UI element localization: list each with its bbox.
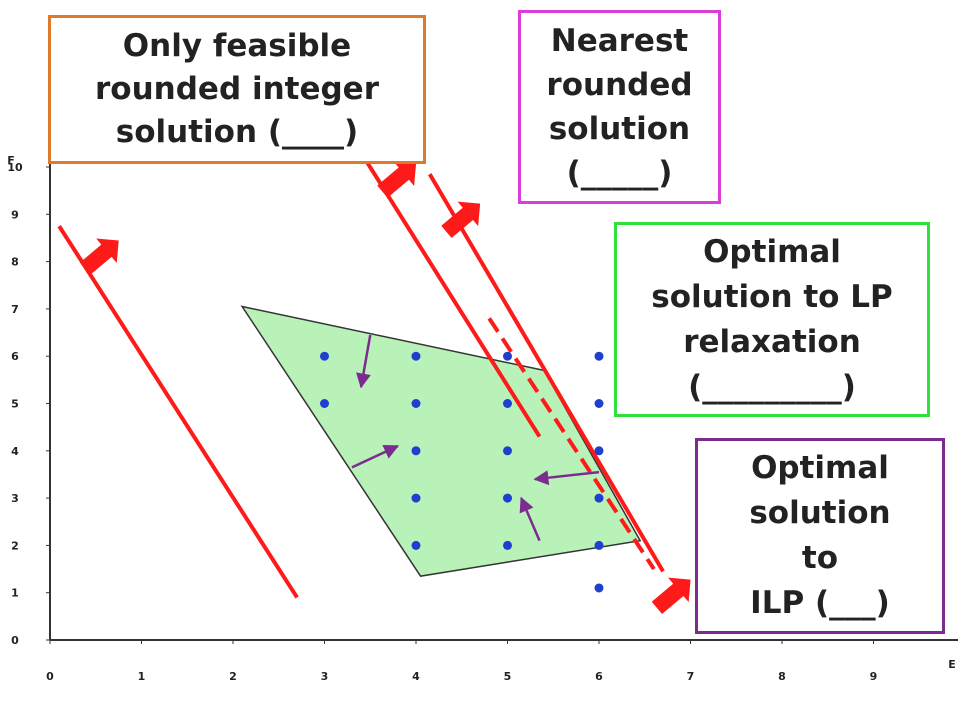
x-tick-label: 5	[504, 670, 512, 683]
direction-arrow-shape	[377, 161, 417, 198]
direction-arrow-shape	[79, 238, 119, 275]
integer-point	[411, 446, 421, 456]
integer-point	[320, 399, 329, 408]
integer-point	[411, 351, 421, 361]
direction-arrow	[377, 161, 417, 198]
objective-line	[428, 173, 665, 573]
integer-point	[594, 540, 604, 550]
integer-point	[503, 351, 512, 361]
integer-point	[411, 540, 421, 550]
x-tick-label: 0	[46, 670, 54, 683]
direction-arrow-shape	[441, 201, 481, 239]
callout-lp-optimal: Optimal solution to LP relaxation (_____…	[614, 222, 930, 417]
y-tick-label: 7	[11, 303, 19, 316]
integer-point	[503, 493, 512, 503]
x-tick-label: 3	[321, 670, 329, 683]
rounding-arrow	[356, 334, 372, 389]
direction-arrow-shape	[651, 577, 691, 615]
y-tick-label: 0	[11, 634, 19, 647]
x-tick-label: 2	[229, 670, 237, 683]
rounding-arrow	[533, 470, 600, 486]
callout-ilp-optimal: Optimal solution to ILP (___)	[695, 438, 945, 634]
integer-point	[320, 351, 329, 361]
callout-feasible-rounded: Only feasible rounded integer solution (…	[48, 15, 426, 164]
rounding-arrow	[351, 444, 400, 469]
y-tick-label: 1	[11, 587, 19, 600]
y-tick-label: 5	[11, 398, 19, 411]
direction-arrow	[441, 201, 481, 239]
y-tick-label: 2	[11, 539, 19, 552]
integer-point	[503, 446, 512, 456]
direction-arrow	[651, 577, 691, 615]
x-tick-label: 1	[138, 670, 146, 683]
x-tick-label: 9	[870, 670, 878, 683]
integer-point	[503, 540, 512, 550]
callout-nearest-rounded: Nearest rounded solution (_____)	[518, 10, 721, 204]
y-tick-label: 8	[11, 256, 19, 269]
integer-point	[411, 493, 421, 503]
objective-line	[57, 225, 299, 599]
x-tick-label: 6	[595, 670, 603, 683]
feasible-region	[240, 305, 642, 577]
y-tick-label: 6	[11, 350, 19, 363]
x-tick-label: 4	[412, 670, 420, 683]
integer-point	[594, 583, 604, 593]
objective-line	[359, 151, 542, 438]
integer-point	[411, 399, 421, 408]
integer-point	[503, 399, 512, 408]
y-axis-label: F	[7, 154, 15, 167]
y-tick-label: 9	[11, 208, 19, 221]
y-tick-label: 4	[11, 445, 19, 458]
x-tick-label: 8	[778, 670, 786, 683]
integer-point	[594, 493, 604, 503]
direction-arrow	[79, 238, 119, 275]
integer-point	[594, 351, 604, 361]
rounding-arrow	[519, 496, 541, 542]
x-tick-label: 7	[687, 670, 695, 683]
integer-point	[594, 399, 604, 408]
y-tick-label: 10	[7, 161, 23, 174]
integer-point	[594, 446, 604, 456]
objective-line-dashed	[487, 317, 656, 571]
x-axis-label: E	[948, 658, 956, 671]
y-tick-label: 3	[11, 492, 19, 505]
